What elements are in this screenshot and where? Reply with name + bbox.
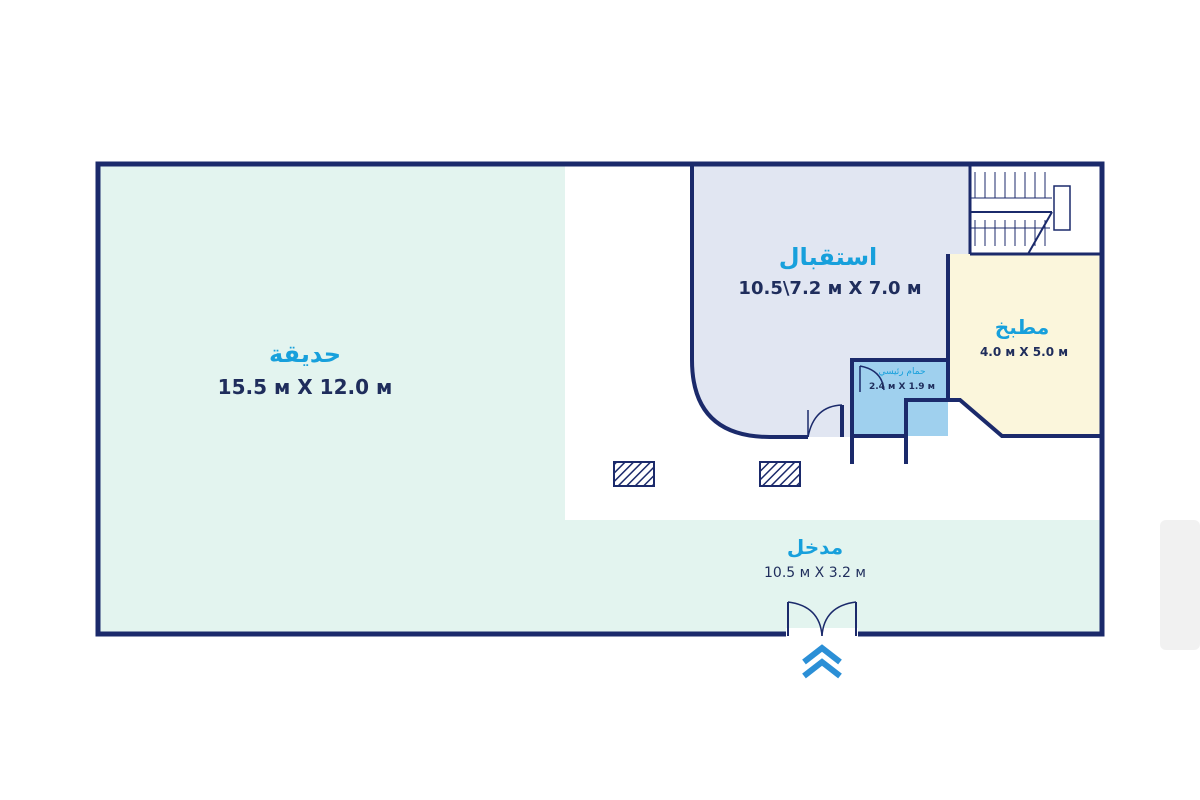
kitchen-wall-angled [948,398,1102,438]
entry-arrow-icon [802,644,842,679]
kitchen-label: مطبخ [994,315,1050,339]
reception-label: استقبال [778,243,878,271]
door-icon [859,365,885,392]
reception-dimensions: 10.5\7.2 м X 7.0 м [738,278,922,299]
garden-area [98,164,1102,634]
garden-dimensions: 15.5 м X 12.0 м [217,375,393,399]
bathroom-label: حمام رئيسي [878,367,926,377]
stairs-icon [968,164,1102,256]
entry-double-door [787,601,857,637]
entrance-label: مدخل [786,535,844,559]
outer-wall [95,161,1105,637]
reception-area [692,164,970,437]
kitchen-dimensions: 4.0 м X 5.0 м [979,345,1069,359]
bathroom-dimensions: 2.4 м X 1.9 м [868,382,936,392]
inner-wall-stub [904,398,948,464]
garden-label: حديقة [269,340,341,368]
door-icon [807,404,843,438]
kitchen-area [948,254,1102,436]
reception-curved-wall [690,164,808,439]
watermark [1160,520,1200,650]
entrance-dimensions: 10.5 м X 3.2 м [764,565,866,581]
column-icon [759,461,801,487]
column-icon [613,461,655,487]
